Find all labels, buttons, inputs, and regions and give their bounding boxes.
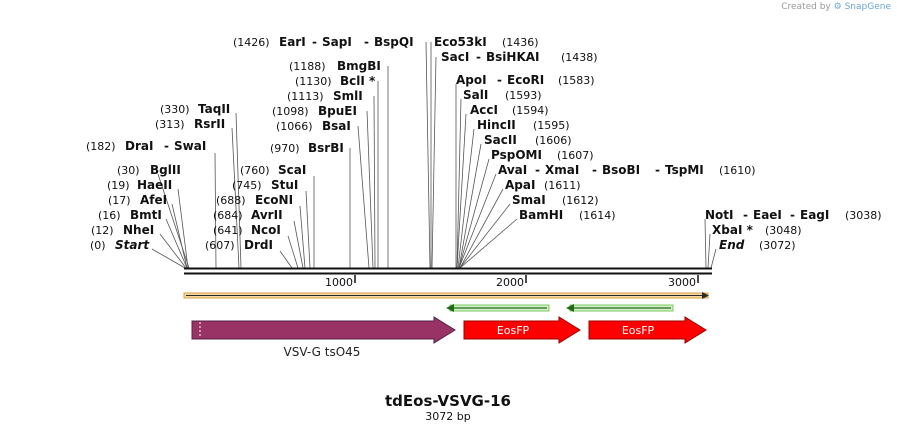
site-label[interactable]: (1130)BclI * (295, 74, 376, 88)
site-label[interactable]: ApoI - EcoRI (1583) (456, 69, 595, 88)
site-label[interactable]: (30)BglII (117, 163, 181, 177)
site-label[interactable]: SalI(1593) (463, 88, 542, 102)
site-label[interactable]: (760)ScaI (240, 163, 306, 177)
primer-arrow[interactable] (446, 304, 550, 312)
site-label[interactable]: (684)AvrII (213, 208, 283, 222)
feature-eosfp-2[interactable]: EosFP (588, 316, 707, 344)
primer-arrowhead-icon (446, 304, 454, 312)
site-label[interactable]: (182) DraI - SwaI (86, 135, 206, 154)
site-label[interactable]: (1066)BsaI (276, 119, 351, 133)
site-label[interactable]: (0)Start (90, 238, 150, 252)
tick-label: 1000 (325, 276, 353, 289)
site-label[interactable]: (688)EcoNI (216, 193, 293, 207)
site-label[interactable]: (313)RsrII (155, 117, 225, 131)
site-label[interactable]: SmaI(1612) (512, 193, 599, 207)
orf-arrowhead-icon (702, 292, 709, 299)
site-label[interactable]: AccI(1594) (470, 103, 549, 117)
site-label[interactable]: (970)BsrBI (270, 141, 344, 155)
site-label[interactable]: SacI - BsiHKAI (1438) (441, 46, 598, 65)
site-label[interactable]: NotI - EaeI - EagI (3038) (705, 204, 882, 223)
site-label[interactable]: (745)StuI (232, 178, 298, 192)
restriction-sites: (1426) EarI - SapI - BspQI Eco53kI (1436… (86, 31, 882, 252)
site-label[interactable]: (607)DrdI (205, 238, 273, 252)
site-label[interactable]: SacII(1606) (484, 133, 572, 147)
site-label[interactable]: (1098)BpuEI (272, 104, 357, 118)
site-label[interactable]: (641)NcoI (213, 223, 281, 237)
site-label[interactable]: ApaI(1611) (505, 178, 581, 192)
snapgene-credit: Created by ⚙ SnapGene (781, 2, 891, 12)
primer-arrowhead-icon (566, 304, 574, 312)
site-label[interactable]: (1113)SmlI (287, 89, 363, 103)
credit-prefix: Created by (781, 2, 831, 12)
site-label[interactable]: BamHI(1614) (519, 208, 616, 222)
site-label[interactable]: HincII(1595) (477, 118, 570, 132)
backbone (184, 267, 712, 275)
feature-label: EosFP (622, 324, 655, 337)
site-label[interactable]: AvaI - XmaI - BsoBI - TspMI (1610) (498, 159, 756, 178)
site-label[interactable]: End(3072) (719, 238, 796, 252)
orf-bar[interactable] (183, 292, 709, 299)
snapgene-logo-icon: ⚙ (833, 2, 842, 12)
map-subtitle: 3072 bp (425, 410, 470, 423)
map-title: tdEos-VSVG-16 (385, 392, 511, 410)
site-label[interactable]: (17)AfeI (108, 193, 167, 207)
tick-label: 2000 (496, 276, 524, 289)
site-label[interactable]: (16)BmtI (98, 208, 162, 222)
site-label[interactable]: (1188)BmgBI (289, 59, 381, 73)
site-label[interactable]: (1426) EarI - SapI - BspQI (233, 31, 414, 50)
ruler: 1000 2000 3000 (325, 275, 699, 289)
site-label[interactable]: XbaI *(3048) (712, 223, 802, 237)
site-label[interactable]: PspOMI(1607) (491, 148, 594, 162)
site-label[interactable]: Eco53kI (1436) (434, 31, 539, 50)
site-label[interactable]: (330)TaqII (160, 102, 230, 116)
feature-vsvg[interactable]: VSV-G tsO45 (191, 316, 456, 359)
primer-arrow[interactable] (566, 304, 674, 312)
feature-label: EosFP (497, 324, 530, 337)
leader-lines (151, 41, 717, 269)
feature-label: VSV-G tsO45 (284, 345, 361, 359)
site-label[interactable]: (12)NheI (91, 223, 154, 237)
site-label[interactable]: (19)HaeII (107, 178, 172, 192)
credit-brand: SnapGene (844, 2, 891, 12)
tick-label: 3000 (668, 276, 696, 289)
feature-eosfp-1[interactable]: EosFP (463, 316, 581, 344)
